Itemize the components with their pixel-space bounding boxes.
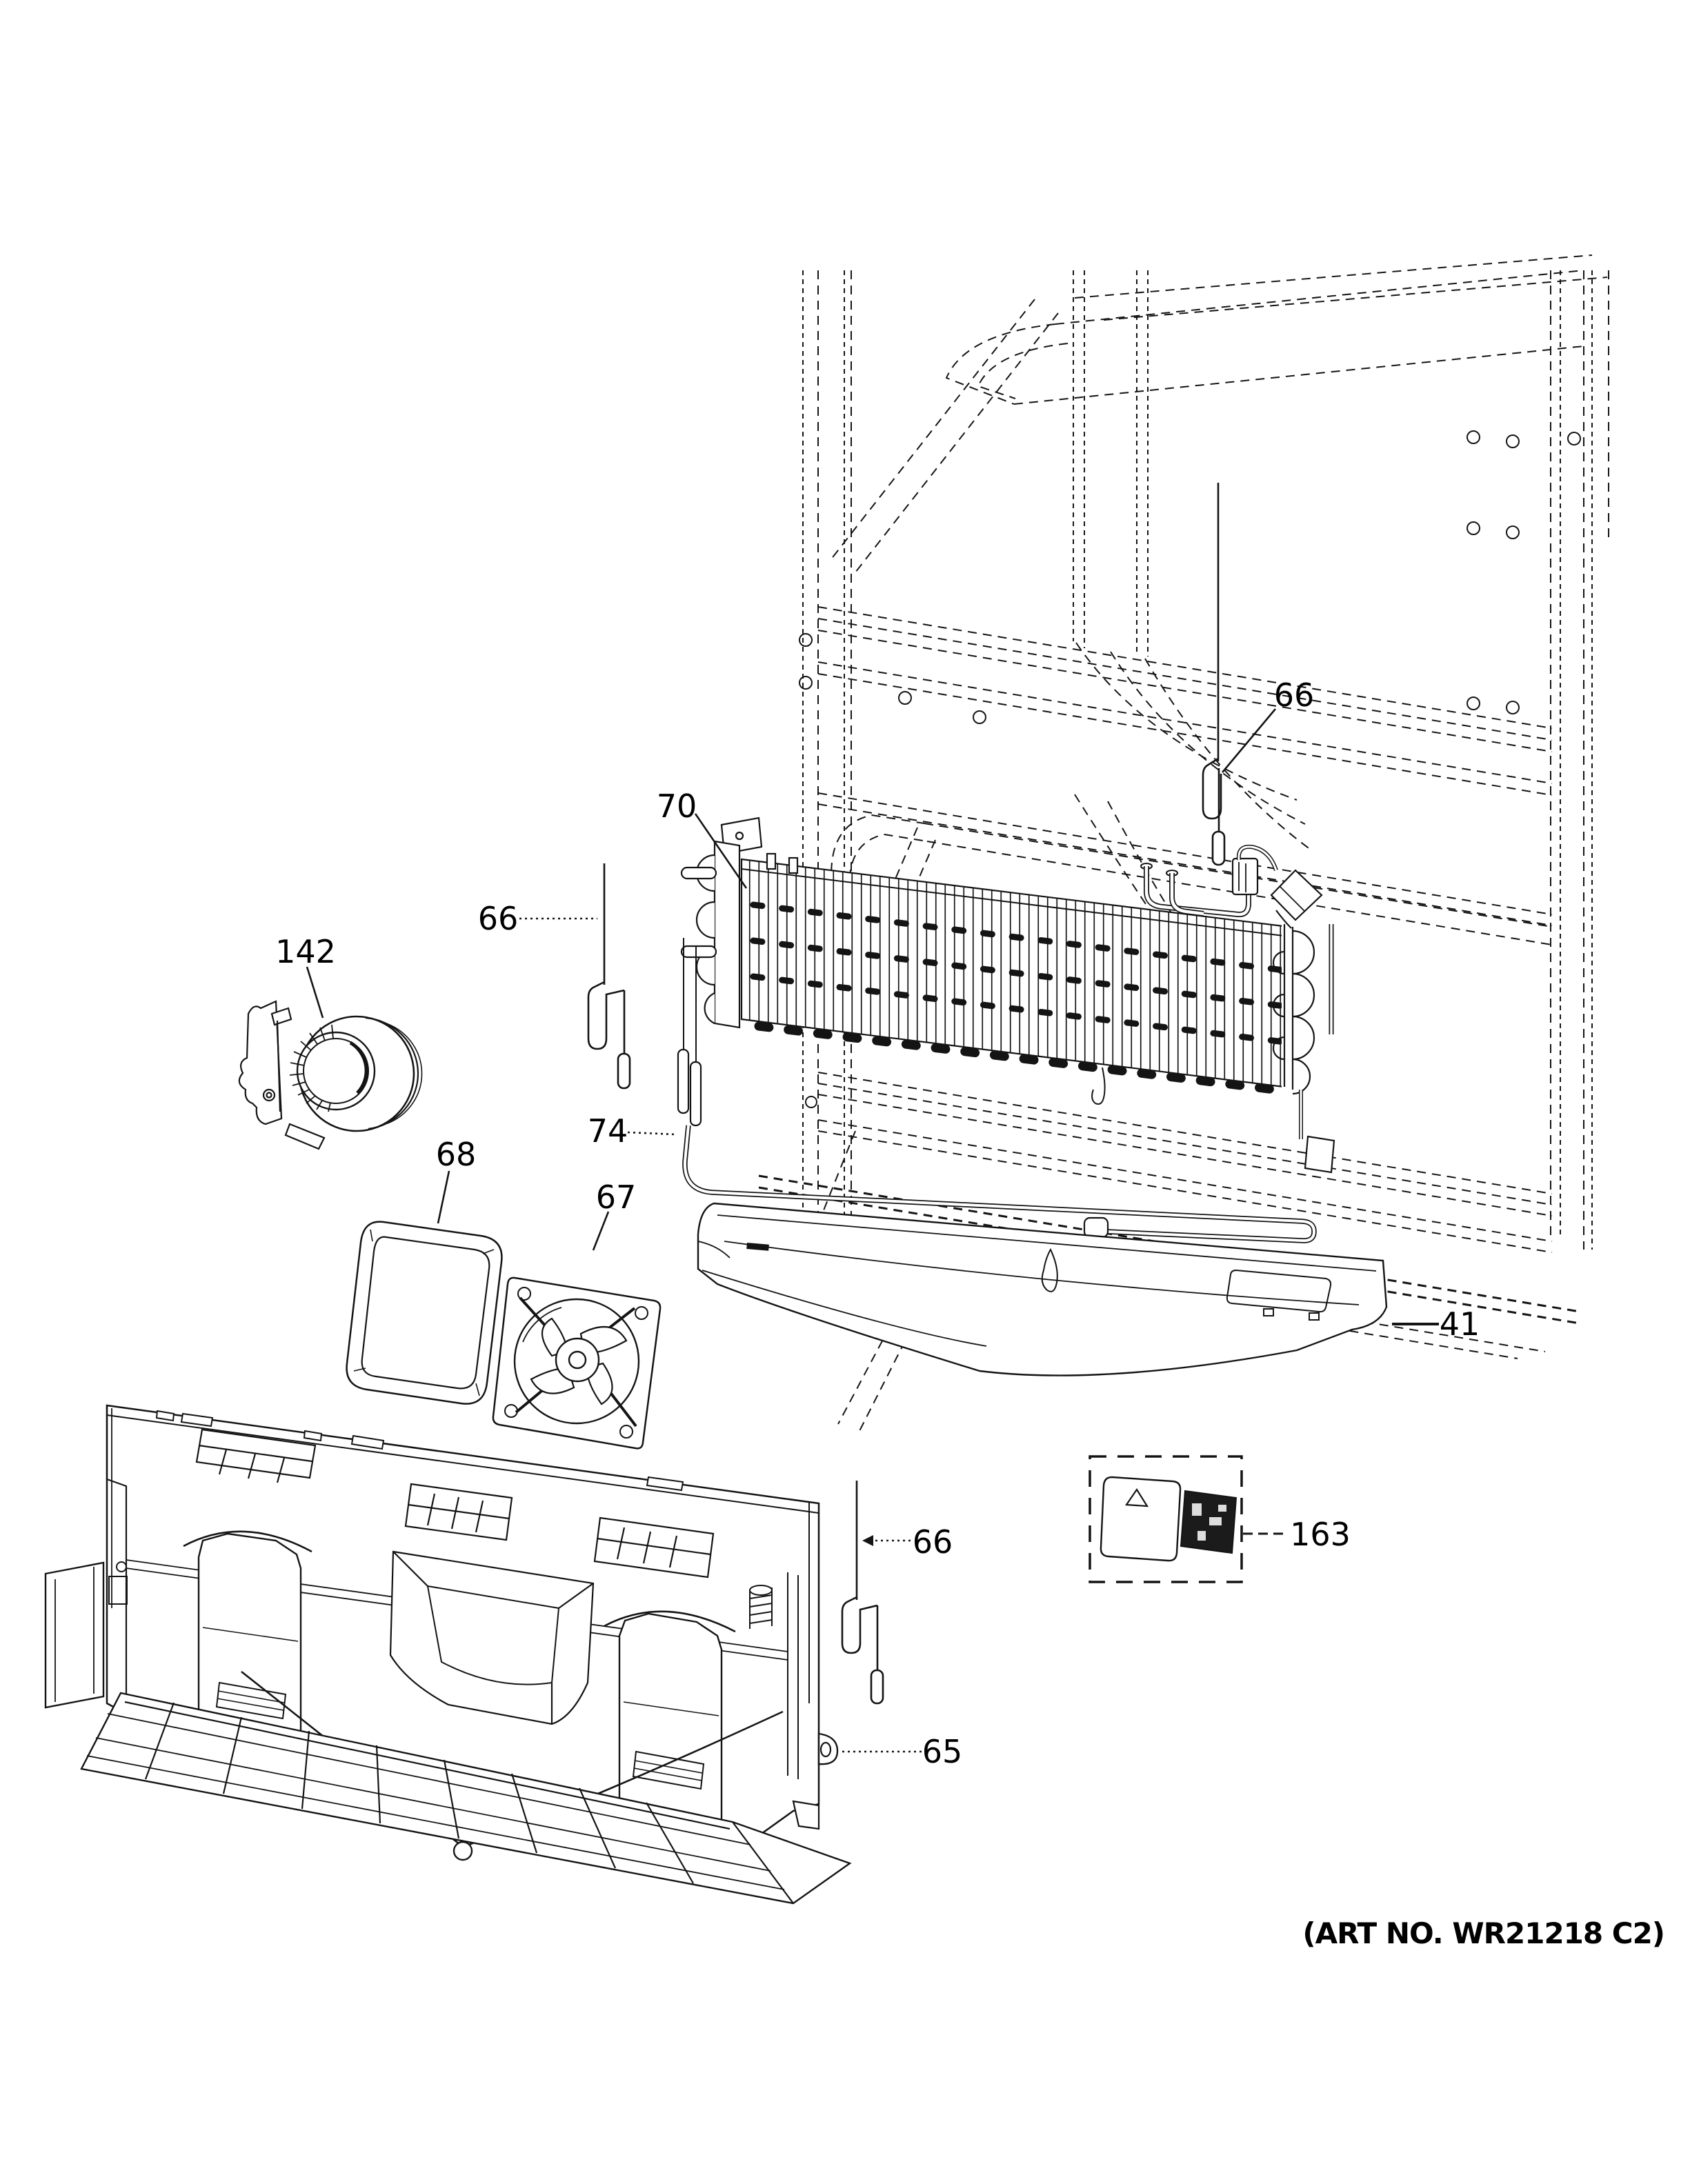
callout-66-hanger-middle: 66 — [913, 1523, 953, 1561]
trough-recess — [1226, 1269, 1332, 1313]
callout-68-gasket: 68 — [436, 1136, 477, 1173]
callout-leaders — [306, 708, 1439, 1753]
callout-142-blower: 142 — [275, 933, 336, 970]
callout-41-drain-trough: 41 — [1440, 1305, 1480, 1343]
cover-mount-tab — [817, 1732, 839, 1765]
heater-hanger-hook-left — [587, 863, 631, 1090]
callout-65-cover-tab: 65 — [922, 1733, 963, 1770]
sensor-pcb — [1180, 1490, 1237, 1554]
evaporator-fan — [492, 1276, 662, 1450]
heater-hanger-hook-middle — [841, 1481, 884, 1705]
callout-70-evaporator: 70 — [657, 788, 697, 825]
callout-163-sensor-kit: 163 — [1290, 1516, 1351, 1553]
spring — [749, 1585, 773, 1629]
center-pocket — [389, 1550, 595, 1725]
blower-bracket — [238, 1000, 326, 1150]
fan-gasket — [346, 1221, 503, 1405]
heater-hanger-hook-top — [1202, 483, 1226, 866]
drain-hole — [1041, 1248, 1058, 1292]
callout-67-fan: 67 — [596, 1179, 637, 1216]
sensor-kit — [1088, 1455, 1243, 1583]
blower-wheel — [238, 1000, 423, 1150]
evaporator-right-serpentine — [1272, 919, 1344, 1174]
evaporator-left-end — [680, 817, 799, 1029]
callout-74-heater-tube: 74 — [588, 1112, 628, 1150]
art-number: (ART NO. WR21218 C2) — [1302, 1916, 1664, 1950]
cover-triangle-mark — [1125, 1487, 1149, 1507]
bottom-grille — [80, 1692, 852, 1905]
evaporator-cover-assembly — [44, 1404, 852, 1905]
drain-trough — [697, 1202, 1388, 1376]
callout-66-hanger-top: 66 — [1274, 677, 1315, 714]
duct-tower-right — [604, 1610, 736, 1851]
sensor-cover — [1100, 1476, 1182, 1562]
callout-66-hanger-left: 66 — [478, 900, 519, 937]
callout-labels: 70 66 66 66 142 68 67 74 41 65 163 — [275, 677, 1480, 1770]
suction-tube-assembly — [1140, 844, 1323, 929]
evaporator-assembly — [680, 817, 1344, 1174]
arrowhead — [862, 1535, 873, 1546]
louver-vents — [195, 1428, 715, 1579]
